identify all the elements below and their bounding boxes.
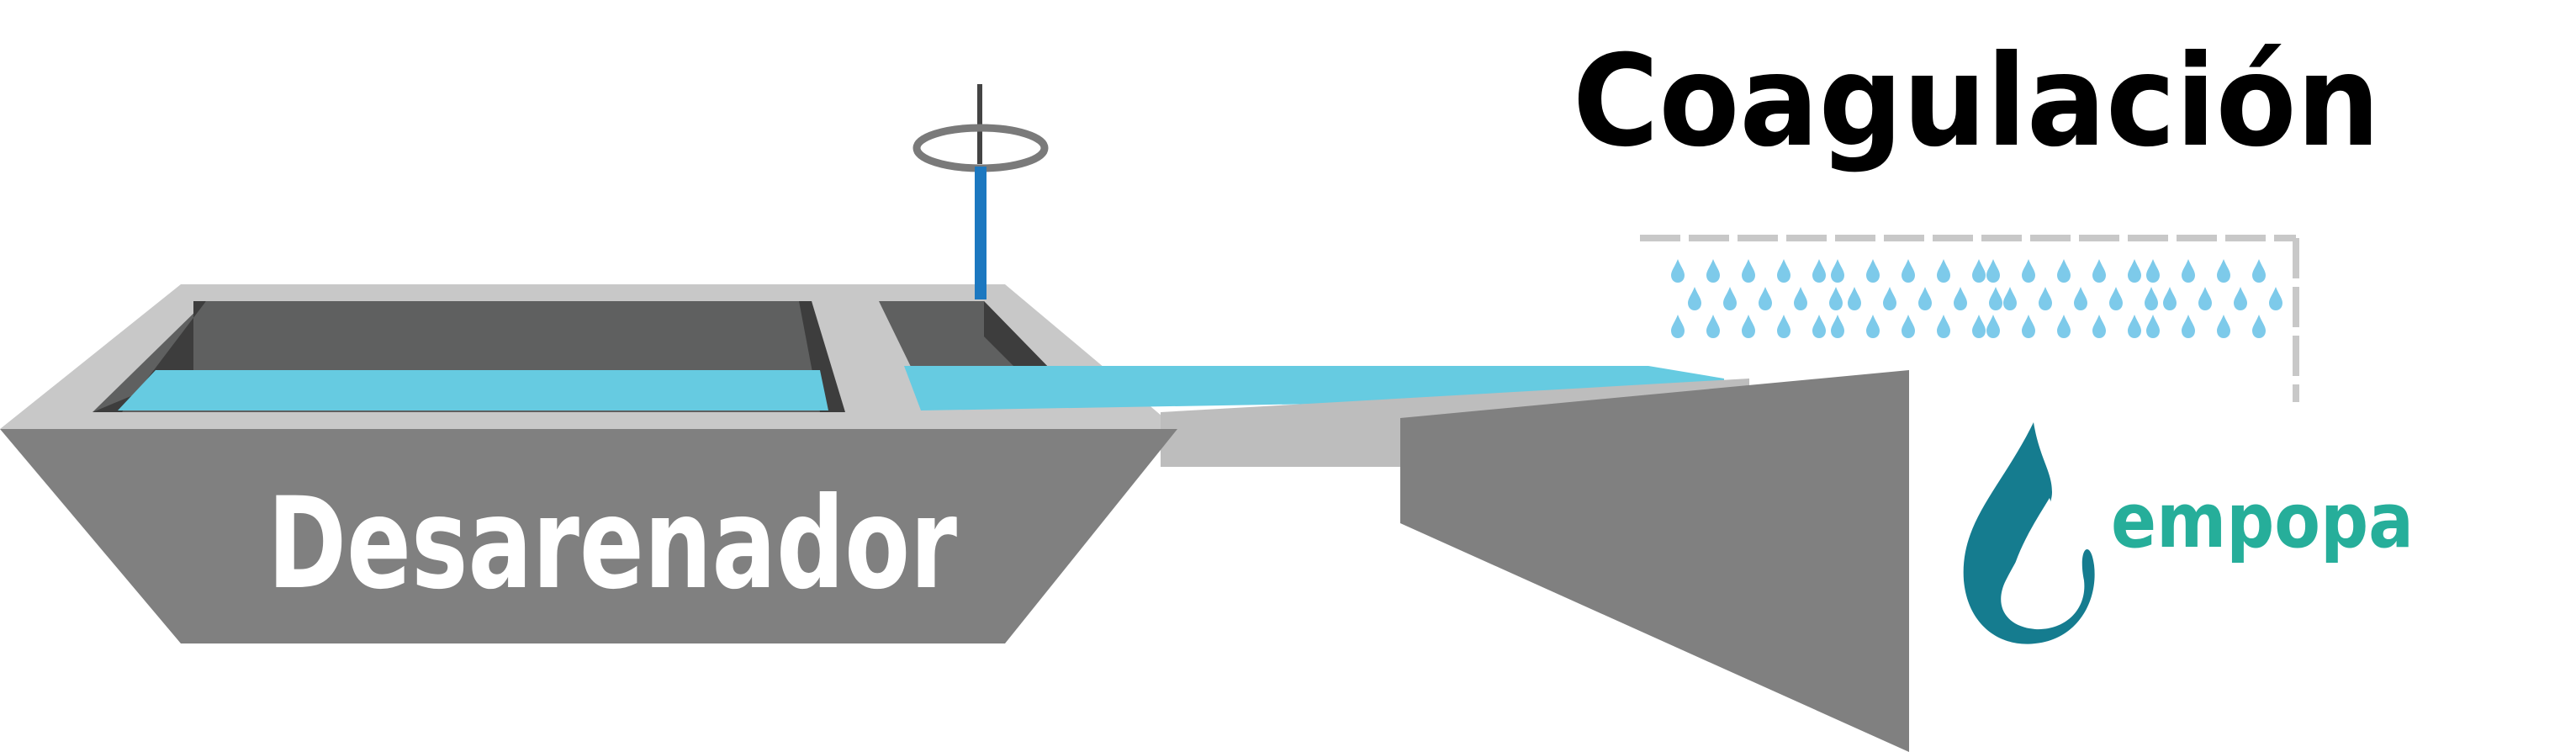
- water-drop-icon: [2234, 287, 2247, 310]
- water-drop-icon: [1706, 259, 1720, 283]
- logo-drop-inner: [2008, 498, 2054, 596]
- water-drop-icon: [1671, 315, 1685, 338]
- water-drop-icon: [1883, 287, 1896, 310]
- water-drop-icon: [2057, 259, 2071, 283]
- water-drop-icon: [1794, 287, 1807, 310]
- water-drop-icon: [1902, 315, 1915, 338]
- water-drop-icon: [2022, 259, 2035, 283]
- water-drop-icon: [2128, 259, 2141, 283]
- label-desarenador: Desarenador: [267, 471, 957, 617]
- water-drop-icon: [1706, 315, 1720, 338]
- water-drop-icon: [1972, 259, 1986, 283]
- water-drop-icon: [1829, 287, 1843, 310]
- dosing-pipe: [1640, 235, 2299, 402]
- logo-text: empopa: [2111, 477, 2414, 565]
- water-drop-icon: [2252, 315, 2266, 338]
- water-drop-icon: [2198, 287, 2212, 310]
- water-drop-icon: [1866, 315, 1880, 338]
- valve-stem-top: [977, 84, 982, 164]
- water-drop-icon: [2146, 259, 2160, 283]
- water-drop-icon: [2128, 315, 2141, 338]
- water-drop-icon: [2022, 315, 2035, 338]
- water-drop-icon: [2074, 287, 2087, 310]
- water-drop-icon: [1742, 315, 1755, 338]
- water-drop-icon: [1986, 315, 2000, 338]
- water-drop-icon: [1742, 259, 1755, 283]
- water-drop-icon: [1902, 259, 1915, 283]
- water-drop-icon: [2182, 315, 2195, 338]
- water-drop-icon: [2146, 315, 2160, 338]
- water-left: [118, 370, 828, 410]
- tank-divider-shadow: [799, 301, 845, 412]
- water-drop-icon: [2182, 259, 2195, 283]
- water-drop-icon: [1777, 315, 1791, 338]
- water-drop-icon: [1989, 287, 2002, 310]
- water-drop-icon: [1986, 259, 2000, 283]
- empopa-logo-icon: empopa: [1963, 422, 2414, 644]
- tank-wall-shadow: [93, 301, 206, 412]
- water-drop-icon: [1954, 287, 1967, 310]
- water-drop-icon: [1831, 315, 1844, 338]
- water-drop-icon: [2092, 315, 2106, 338]
- water-drop-icon: [2217, 259, 2230, 283]
- water-drop-icon: [2092, 259, 2106, 283]
- water-drop-icon: [1812, 259, 1826, 283]
- valve-stem: [975, 167, 986, 299]
- tank-right-shadow: [984, 301, 1051, 370]
- water-drop-icon: [2109, 287, 2123, 310]
- water-drop-icon: [1972, 315, 1986, 338]
- water-drop-icon: [2039, 287, 2052, 310]
- water-drop-icon: [2252, 259, 2266, 283]
- water-drop-icon: [1937, 259, 1950, 283]
- water-drop-icon: [2163, 287, 2177, 310]
- water-drop-icon: [1937, 315, 1950, 338]
- water-drop-icon: [1866, 259, 1880, 283]
- valve-icon: [912, 84, 1049, 299]
- water-drop-icon: [2003, 287, 2017, 310]
- water-drop-icon: [2269, 287, 2282, 310]
- water-drop-icon: [1671, 259, 1685, 283]
- tank-front-face: [0, 429, 1177, 643]
- water-drop-icon: [2217, 315, 2230, 338]
- water-drop-icon: [1777, 259, 1791, 283]
- water-drop-icon: [1723, 287, 1737, 310]
- water-drop-icon: [1688, 287, 1701, 310]
- water-drop-icon: [1848, 287, 1861, 310]
- water-drop-icon: [1831, 259, 1844, 283]
- water-drop-icon: [2145, 287, 2158, 310]
- water-drop-icon: [1812, 315, 1826, 338]
- water-drop-icon: [1759, 287, 1772, 310]
- coagulation-cone: [1400, 370, 1909, 752]
- water-drop-icon: [1918, 287, 1932, 310]
- title-coagulacion: Coagulación: [1573, 29, 2380, 175]
- water-drops: [1671, 259, 2282, 338]
- water-drop-icon: [2057, 315, 2071, 338]
